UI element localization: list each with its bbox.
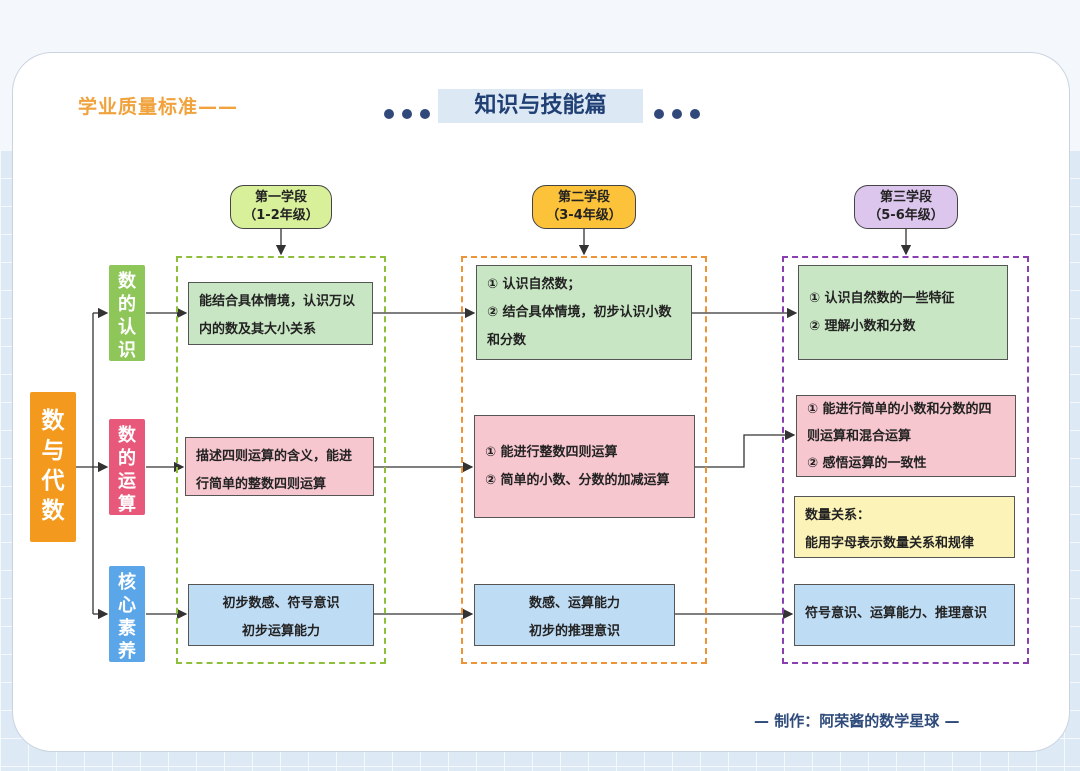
stage-3-operation-box: ① 能进行简单的小数和分数的四 则运算和混合运算 ② 感悟运算的一致性 xyxy=(796,395,1016,477)
text-line: 内的数及其大小关系 xyxy=(199,322,317,337)
stage-3-recognition-box: ① 认识自然数的一些特征 ② 理解小数和分数 xyxy=(798,265,1008,360)
text-line: ① 认识自然数的一些特征 xyxy=(809,291,955,306)
text-line: 初步的推理意识 xyxy=(528,624,620,639)
stage-3-name: 第三学段 xyxy=(879,190,932,205)
stage-3-literacy-box: 符号意识、运算能力、推理意识 xyxy=(794,584,1015,646)
stage-1-label: 第一学段 （1-2年级） xyxy=(230,185,332,229)
stage-1-container xyxy=(176,256,386,664)
text-line: 能用字母表示数量关系和规律 xyxy=(805,536,975,551)
stage-3-quantity-box: 数量关系： 能用字母表示数量关系和规律 xyxy=(794,496,1015,558)
main-category-number-algebra: 数与代数 xyxy=(30,392,76,542)
text-line: 数量关系： xyxy=(805,508,871,523)
stage-1-grades: （1-2年级） xyxy=(243,208,319,223)
text-line: 能结合具体情境，认识万以 xyxy=(199,294,356,309)
text-line: 则运算和混合运算 xyxy=(807,429,912,444)
stage-1-recognition-box: 能结合具体情境，认识万以 内的数及其大小关系 xyxy=(188,282,373,345)
stage-2-label: 第二学段 （3-4年级） xyxy=(532,185,636,229)
text-line: ② 简单的小数、分数的加减运算 xyxy=(485,473,670,488)
text-line: ① 能进行简单的小数和分数的四 xyxy=(807,402,992,417)
author-credit: — 制作：阿荣酱的数学星球 — xyxy=(754,712,960,730)
stage-1-literacy-box: 初步数感、符号意识 初步运算能力 xyxy=(188,584,374,646)
category-core-literacy: 核心素养 xyxy=(109,566,145,662)
stage-1-name: 第一学段 xyxy=(254,190,307,205)
stage-2-grades: （3-4年级） xyxy=(546,208,622,223)
text-line: 初步运算能力 xyxy=(241,624,320,639)
stage-2-recognition-box: ① 认识自然数； ② 结合具体情境，初步认识小数 和分数 xyxy=(476,265,692,360)
text-line: ① 能进行整数四则运算 xyxy=(485,445,618,460)
page-title: 知识与技能篇 xyxy=(438,89,643,123)
text-line: ② 理解小数和分数 xyxy=(809,319,916,334)
category-number-operation: 数的运算 xyxy=(109,419,145,515)
stage-2-container xyxy=(461,256,707,664)
category-number-recognition-label: 数的认识 xyxy=(118,271,136,361)
stage-2-literacy-box: 数感、运算能力 初步的推理意识 xyxy=(474,584,675,646)
title-dots-right xyxy=(654,104,708,123)
stage-3-label: 第三学段 （5-6年级） xyxy=(854,185,958,229)
text-line: 和分数 xyxy=(487,333,527,348)
category-number-operation-label: 数的运算 xyxy=(118,425,136,515)
text-line: 行简单的整数四则运算 xyxy=(196,477,327,492)
stage-3-grades: （5-6年级） xyxy=(868,208,944,223)
text-line: 描述四则运算的含义，能进 xyxy=(196,449,353,464)
text-line: 符号意识、运算能力、推理意识 xyxy=(805,606,988,621)
category-core-literacy-label: 核心素养 xyxy=(118,572,136,662)
main-category-label: 数与代数 xyxy=(41,408,65,524)
quality-standard-label: 学业质量标准—— xyxy=(78,96,239,118)
text-line: ① 认识自然数； xyxy=(487,277,581,292)
text-line: ② 感悟运算的一致性 xyxy=(807,456,927,471)
stage-3-container xyxy=(782,256,1029,664)
stage-2-operation-box: ① 能进行整数四则运算 ② 简单的小数、分数的加减运算 xyxy=(474,415,695,518)
title-dots-left xyxy=(384,104,438,123)
stage-1-operation-box: 描述四则运算的含义，能进 行简单的整数四则运算 xyxy=(185,437,374,496)
stage-2-name: 第二学段 xyxy=(557,190,610,205)
text-line: 数感、运算能力 xyxy=(528,596,620,611)
text-line: ② 结合具体情境，初步认识小数 xyxy=(487,305,672,320)
text-line: 初步数感、符号意识 xyxy=(222,596,340,611)
category-number-recognition: 数的认识 xyxy=(109,265,145,361)
